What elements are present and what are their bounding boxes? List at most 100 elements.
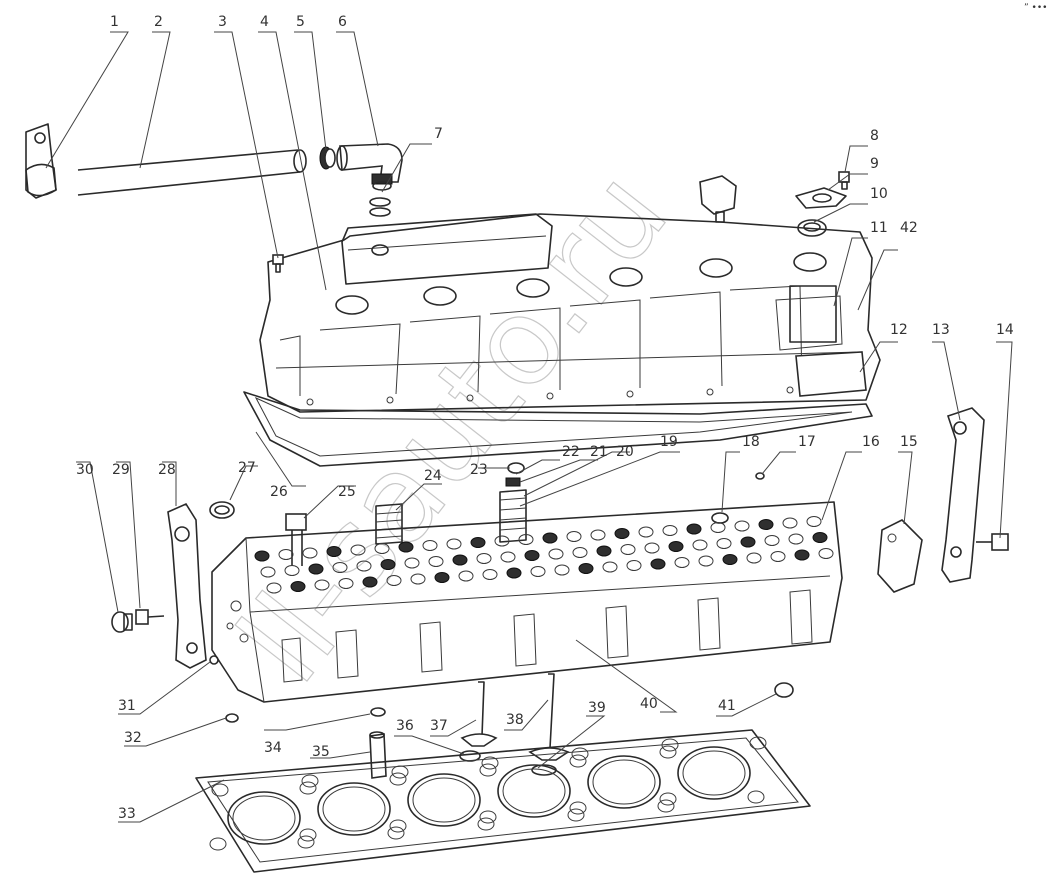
- valve-pocket: [668, 541, 684, 552]
- valve-pocket: [500, 551, 516, 563]
- callout-36: 36: [396, 718, 414, 734]
- part-19-21-valve-spring: [499, 489, 527, 543]
- valve-pocket: [626, 560, 642, 571]
- part-28-lifting-bracket: [167, 502, 207, 669]
- valve-pocket: [770, 551, 786, 562]
- valve-pocket: [470, 537, 486, 548]
- part-29-bolt: [135, 609, 165, 625]
- valve-pocket: [260, 566, 276, 578]
- valve-pocket: [404, 557, 420, 569]
- cylinder-bore-ring: [592, 759, 656, 805]
- valve-pocket: [362, 576, 378, 588]
- callout-5: 5: [296, 14, 305, 30]
- callout-14: 14: [996, 322, 1014, 338]
- valve-pocket: [434, 572, 450, 583]
- cylinder-bore: [497, 764, 571, 818]
- valve-pocket: [326, 546, 342, 557]
- callout-21: 21: [590, 444, 608, 460]
- cylinder-bore-ring: [682, 750, 746, 796]
- valve-pocket: [506, 567, 522, 579]
- bolt-hole: [749, 736, 767, 750]
- callout-34: 34: [264, 740, 282, 756]
- bolt-hole: [661, 738, 679, 752]
- valve-pocket: [746, 552, 762, 564]
- valve-pocket: [356, 560, 372, 572]
- bolt-hole: [659, 745, 677, 759]
- valve-pocket: [542, 532, 558, 544]
- valve-pocket: [548, 548, 564, 560]
- callout-37: 37: [430, 718, 448, 734]
- bolt-hole: [301, 774, 319, 788]
- valve-pocket: [374, 543, 390, 554]
- valve-pocket: [806, 516, 822, 527]
- callout-35: 35: [312, 744, 330, 760]
- valve-pocket: [596, 545, 612, 557]
- bolt-hole: [571, 747, 589, 761]
- bolt-hole: [209, 837, 227, 851]
- corner-mark: ˮ •••: [1024, 3, 1047, 13]
- cylinder-bore: [407, 773, 481, 827]
- cylinder-bore-ring: [322, 786, 386, 832]
- callout-28: 28: [158, 462, 176, 478]
- part-7-o-rings: [369, 197, 391, 217]
- valve-pocket: [758, 519, 774, 530]
- valve-pocket: [794, 549, 810, 561]
- bolt-hole: [299, 781, 317, 795]
- callout-2: 2: [154, 14, 163, 30]
- valve-pocket: [446, 538, 462, 550]
- watermark: ll-sauto.ru: [213, 146, 696, 709]
- callout-11: 11: [870, 220, 888, 236]
- valve-pocket: [578, 563, 594, 574]
- bolt-hole: [479, 763, 497, 777]
- valve-pocket: [284, 565, 300, 576]
- part-16-cylinder-head: [211, 501, 843, 703]
- callout-4: 4: [260, 14, 269, 30]
- callout-labels: 1 2 3 4 5 6 7 8 9 10 11 42 12 13 14 15 1…: [76, 14, 1014, 822]
- bolt-hole: [569, 801, 587, 815]
- cylinder-bore: [587, 755, 661, 809]
- part-26-cover-gasket: [243, 391, 873, 467]
- cylinder-bore-ring: [232, 795, 296, 841]
- valve-pocket: [644, 542, 660, 554]
- part-24-valve-spring: [375, 503, 403, 545]
- callout-39: 39: [588, 700, 606, 716]
- part-9-gasket: [795, 187, 847, 209]
- valve-pocket: [266, 582, 282, 594]
- bolt-hole: [659, 792, 677, 806]
- valve-pocket: [764, 535, 780, 546]
- bolt-hole: [389, 772, 407, 786]
- callout-18: 18: [742, 434, 760, 450]
- part-1-bracket: [25, 123, 57, 199]
- part-6-elbow-fitting: [336, 143, 403, 191]
- valve-pocket: [710, 522, 726, 533]
- valve-pocket: [698, 555, 714, 567]
- part-27-cup-plug: [209, 501, 235, 519]
- valve-pocket: [308, 563, 324, 575]
- part-13-lifting-bracket: [941, 407, 985, 583]
- part-15-plate: [877, 519, 923, 593]
- callout-19: 19: [660, 434, 678, 450]
- cylinder-bore: [317, 782, 391, 836]
- part-32-plug: [225, 713, 239, 723]
- callout-10: 10: [870, 186, 888, 202]
- part-41-plug: [774, 682, 794, 698]
- valve-pocket: [674, 557, 690, 568]
- callout-6: 6: [338, 14, 347, 30]
- callout-15: 15: [900, 434, 918, 450]
- valve-pocket: [590, 529, 606, 541]
- valve-pocket: [428, 556, 444, 567]
- valve-pocket: [662, 525, 678, 536]
- valve-pocket: [602, 561, 618, 573]
- callout-7: 7: [434, 126, 443, 142]
- part-33-head-gasket: [195, 729, 811, 873]
- valve-pocket: [812, 532, 828, 543]
- part-12-cover-plate: [795, 351, 867, 397]
- bolt-hole: [657, 799, 675, 813]
- callout-26: 26: [270, 484, 288, 500]
- part-22-valve-retainer: [505, 477, 521, 487]
- part-3-bolt: [272, 254, 284, 273]
- callout-9: 9: [870, 156, 879, 172]
- leader-lines: [45, 31, 1013, 823]
- valve-pocket: [524, 550, 540, 561]
- callout-16: 16: [862, 434, 880, 450]
